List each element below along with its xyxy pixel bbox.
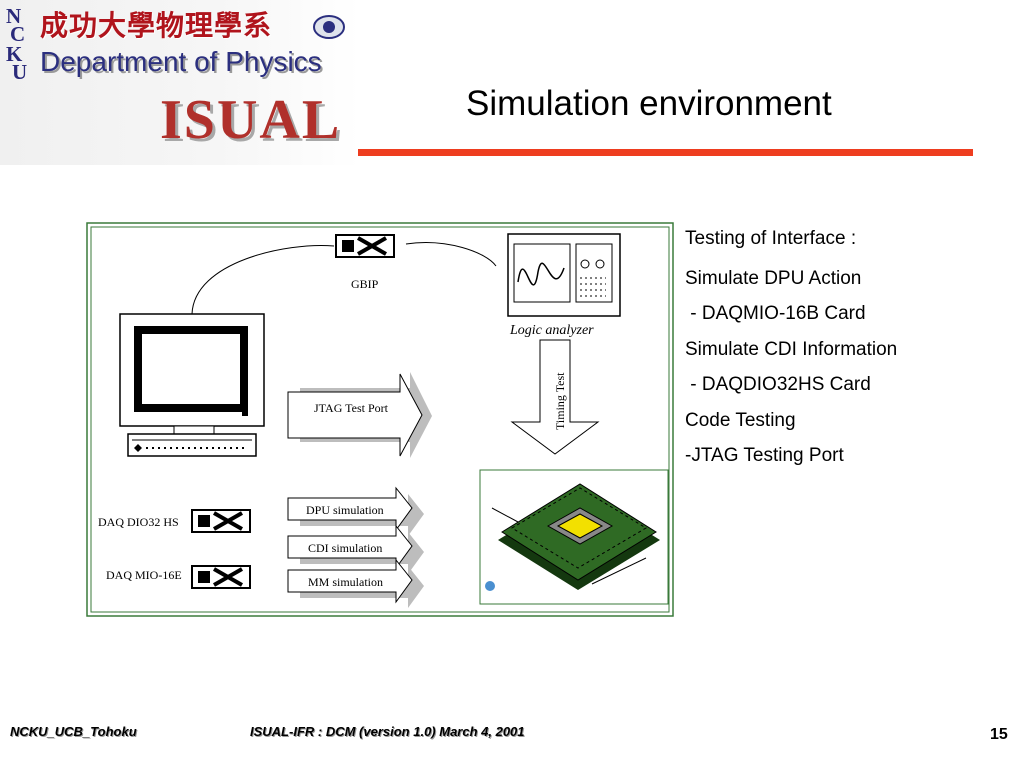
title-underline xyxy=(358,149,973,156)
logic-analyzer-label: Logic analyzer xyxy=(509,323,594,338)
info-line: Testing of Interface : xyxy=(685,228,857,249)
slide-title: Simulation environment xyxy=(466,84,832,123)
simulation-diagram: GBIP Logic analyzer Timing Test JTAG Tes… xyxy=(86,222,674,617)
logo-letter-u: U xyxy=(12,60,28,84)
footer-document-info: ISUAL-IFR : DCM (version 1.0) March 4, 2… xyxy=(250,724,525,739)
circuit-board-icon xyxy=(479,469,669,605)
keyboard-icon xyxy=(127,433,257,457)
daq-dio-label: DAQ DIO32 HS xyxy=(98,515,179,529)
logo-chinese-text: 成功大學物理學系 xyxy=(40,9,273,42)
computer-monitor-icon xyxy=(119,313,265,435)
eye-emblem-icon xyxy=(313,15,345,39)
info-line: -JTAG Testing Port xyxy=(685,445,844,466)
dpu-simulation-label: DPU simulation xyxy=(306,503,384,517)
logic-analyzer-icon xyxy=(507,233,621,317)
info-line: - DAQDIO32HS Card xyxy=(685,374,871,395)
footer-institutions: NCKU_UCB_Tohoku xyxy=(10,724,137,739)
gpib-card-icon xyxy=(335,234,395,258)
logo-letter-n: N xyxy=(6,4,22,28)
logo-letter-c: C xyxy=(10,22,26,46)
daq-card-icon xyxy=(191,565,251,589)
cdi-simulation-arrow xyxy=(287,524,424,574)
logo-isual-text: ISUAL xyxy=(160,89,342,151)
jtag-port-label: JTAG Test Port xyxy=(314,401,389,415)
info-line: Simulate DPU Action xyxy=(685,267,862,289)
logo-banner: N C K U 成功大學物理學系 Department of Physics I… xyxy=(0,0,360,165)
diagram-inner-border xyxy=(90,226,670,613)
gbip-cable-left xyxy=(191,245,335,315)
daq-card-icon xyxy=(191,509,251,533)
info-line: - DAQMIO-16B Card xyxy=(685,303,866,324)
info-list: Testing of Interface : Simulate DPU Acti… xyxy=(685,221,1015,474)
gbip-label: GBIP xyxy=(351,277,379,291)
mm-simulation-label: MM simulation xyxy=(308,575,383,589)
logo-department-text: Department of Physics xyxy=(40,46,322,77)
timing-test-label: Timing Test xyxy=(553,372,567,430)
jtag-arrow xyxy=(287,372,432,458)
daq-mio-label: DAQ MIO-16E xyxy=(106,568,182,582)
timing-test-arrow xyxy=(510,339,600,455)
info-line: Simulate CDI Information xyxy=(685,338,898,360)
dpu-simulation-arrow xyxy=(287,486,424,536)
gbip-cable-right xyxy=(405,242,497,267)
mm-simulation-arrow xyxy=(287,558,424,608)
logo-letter-k: K xyxy=(6,42,23,66)
page-number: 15 xyxy=(990,726,1008,743)
info-line: Code Testing xyxy=(685,409,796,431)
cdi-simulation-label: CDI simulation xyxy=(308,541,382,555)
